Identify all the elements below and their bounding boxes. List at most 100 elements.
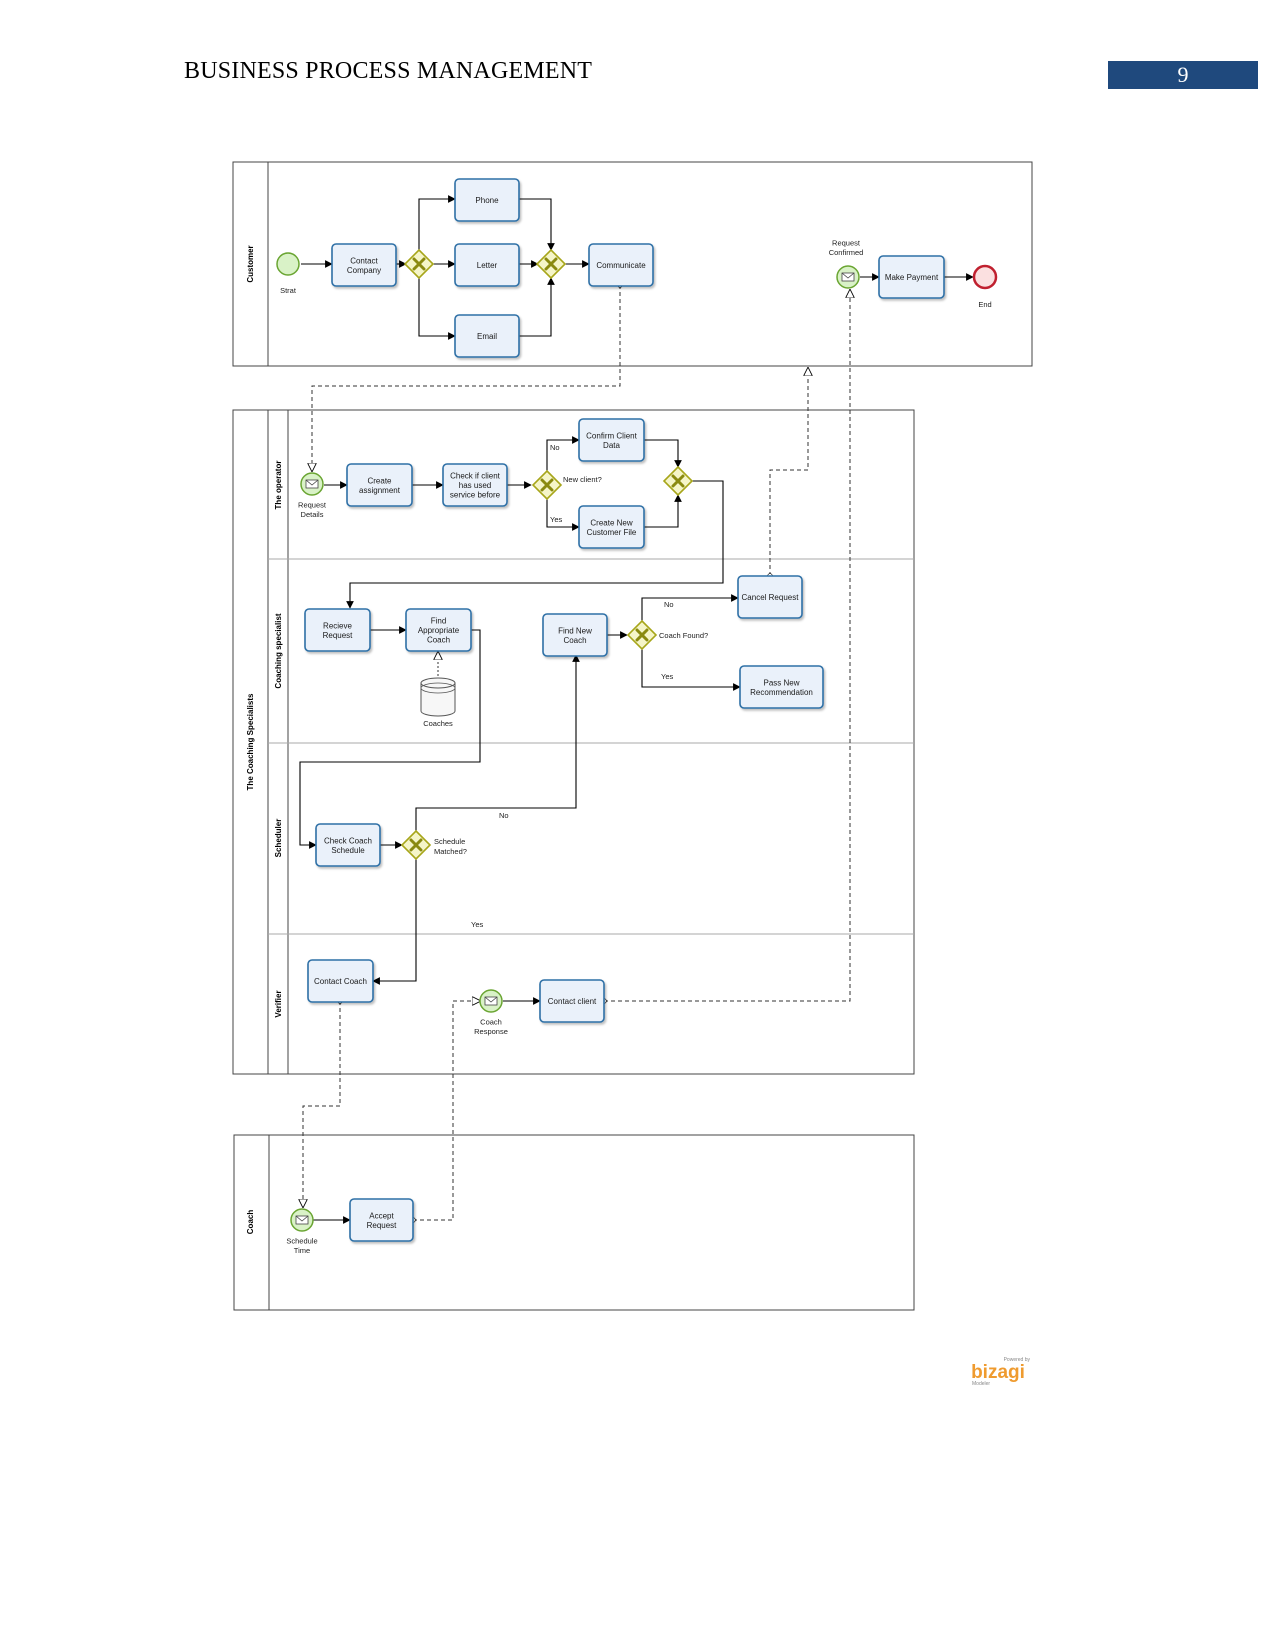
task-letter[interactable]: Letter xyxy=(454,243,520,287)
task-label-check-client-line-3: service before xyxy=(450,491,501,500)
task-label-communicate-line-1: Communicate xyxy=(596,261,646,270)
task-label-recieve-request-line-1: Recieve xyxy=(323,621,352,630)
task-communicate[interactable]: Communicate xyxy=(588,243,654,287)
coach-pool-label: Coach xyxy=(246,1210,255,1235)
task-make-payment[interactable]: Make Payment xyxy=(878,255,945,299)
flow-label-schedule-yes: Yes xyxy=(471,920,483,929)
exclusive-x-icon xyxy=(412,257,426,271)
task-phone[interactable]: Phone xyxy=(454,178,520,222)
lane-label-operator: The operator xyxy=(274,461,283,510)
brand-name: bizagi xyxy=(971,1362,1025,1383)
exclusive-x-icon xyxy=(409,838,423,852)
task-label-create-customer-line-2: Customer File xyxy=(587,528,637,537)
event-label-request-details-line-2: Details xyxy=(301,510,324,519)
gateway-label-coach-found: Coach Found? xyxy=(659,631,708,640)
flow-confirm-to-merge xyxy=(644,439,682,468)
gateways-layer xyxy=(400,248,694,861)
flow-label-schedule-no: No xyxy=(499,811,509,820)
page-title: BUSINESS PROCESS MANAGEMENT xyxy=(184,58,593,84)
event-label-coach-response-line-2: Response xyxy=(474,1027,508,1036)
event-label-start-line-1: Strat xyxy=(280,286,297,295)
task-label-make-payment-line-1: Make Payment xyxy=(885,273,939,282)
task-label-pass-recommendation-line-1: Pass New xyxy=(763,678,799,687)
exclusive-x-icon xyxy=(671,474,685,488)
task-label-check-client-line-2: has used xyxy=(459,481,491,490)
task-label-contact-company-line-1: Contact xyxy=(350,256,378,265)
event-end[interactable]: End xyxy=(972,264,998,309)
exclusive-x-icon xyxy=(544,257,558,271)
gateway-merge-client[interactable] xyxy=(662,465,694,497)
flow-create-customer-to-merge xyxy=(644,494,682,528)
task-contact-client[interactable]: Contact client xyxy=(539,979,605,1023)
event-label-schedule-time-line-1: Schedule xyxy=(286,1236,317,1245)
task-label-cancel-request-line-1: Cancel Request xyxy=(742,593,800,602)
gateway-split-contact[interactable] xyxy=(403,248,435,280)
task-label-find-new-coach-line-1: Find New xyxy=(558,626,592,635)
page-number-badge: 9 xyxy=(1108,61,1258,89)
task-label-find-coach-line-1: Find xyxy=(431,617,447,626)
lane-label-scheduler: Scheduler xyxy=(274,819,283,858)
task-label-create-customer-line-1: Create New xyxy=(590,518,632,527)
task-cancel-request[interactable]: Cancel Request xyxy=(737,575,803,619)
gateway-new-client[interactable] xyxy=(531,469,563,501)
task-label-phone-line-1: Phone xyxy=(475,196,499,205)
event-label-end-line-1: End xyxy=(978,300,991,309)
gateway-merge-contact[interactable] xyxy=(535,248,567,280)
task-label-contact-company-line-2: Company xyxy=(347,266,381,275)
task-label-create-assignment-line-2: assignment xyxy=(359,486,401,495)
task-label-confirm-client-line-1: Confirm Client xyxy=(586,431,637,440)
flow-schedule-yes-to-contact-coach xyxy=(372,859,417,985)
gateway-label-schedule-line1: Schedule xyxy=(434,837,465,846)
flow-coach-found-yes xyxy=(641,649,741,691)
task-label-find-coach-line-2: Appropriate xyxy=(418,626,460,635)
flow-label-new-client-yes: Yes xyxy=(550,515,562,524)
event-label-coach-response-line-1: Coach xyxy=(480,1017,502,1026)
envelope-icon xyxy=(305,479,319,489)
flow-gateway-to-create-customer xyxy=(546,499,580,531)
task-label-accept-request-line-2: Request xyxy=(367,1221,398,1230)
gateway-coach-found[interactable] xyxy=(626,619,658,651)
task-label-confirm-client-line-2: Data xyxy=(603,441,620,450)
event-start[interactable]: Strat xyxy=(276,252,300,295)
envelope-icon xyxy=(841,272,855,282)
msg-cancel-to-customer xyxy=(770,368,808,576)
task-label-create-assignment-line-1: Create xyxy=(367,476,392,485)
customer-pool-label: Customer xyxy=(246,245,255,282)
flow-schedule-no-to-find-new xyxy=(415,654,580,831)
task-contact-coach[interactable]: Contact Coach xyxy=(307,959,374,1003)
task-email[interactable]: Email xyxy=(454,314,520,358)
flow-gateway-to-phone xyxy=(418,195,456,251)
event-label-schedule-time-line-2: Time xyxy=(294,1246,310,1255)
gateway-label-new-client: New client? xyxy=(563,475,602,484)
gateway-schedule-matched[interactable] xyxy=(400,829,432,861)
task-label-check-schedule-line-1: Check Coach xyxy=(324,836,372,845)
event-label-request-details-line-1: Request xyxy=(298,500,327,509)
flow-label-coach-found-no: No xyxy=(664,600,674,609)
message-flows xyxy=(303,285,850,1220)
task-label-pass-recommendation-line-2: Recommendation xyxy=(750,688,813,697)
task-label-recieve-request-line-2: Request xyxy=(323,631,354,640)
task-label-email-line-1: Email xyxy=(477,332,497,341)
envelope-icon xyxy=(295,1215,309,1225)
lane-label-verifier: Verifier xyxy=(274,990,283,1017)
event-label-request-confirmed-line-2: Confirmed xyxy=(829,248,864,257)
coaches-data-store: Coaches xyxy=(420,677,456,728)
task-label-check-client-line-1: Check if client xyxy=(450,472,501,481)
gateway-label-schedule-line2: Matched? xyxy=(434,847,467,856)
